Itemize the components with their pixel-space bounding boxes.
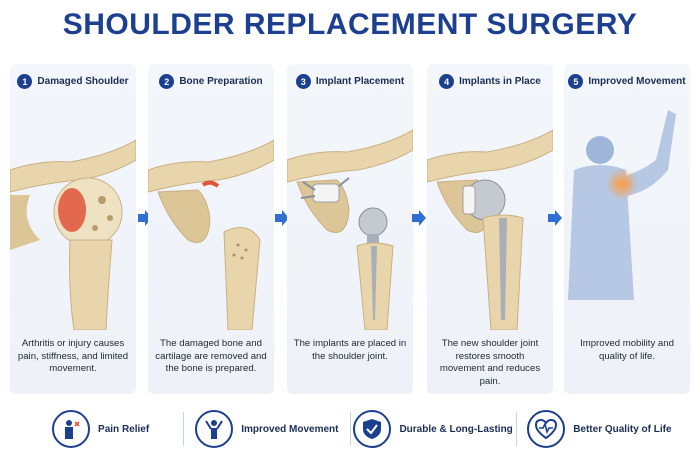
arrow-right-icon [275,210,289,226]
damaged-shoulder-illustration [10,139,136,330]
step-panel-4: 4 Implants in Place The new shoulder joi… [427,64,553,394]
bone-preparation-illustration [148,139,274,330]
benefit-label: Better Quality of Life [573,423,672,435]
step-number-badge: 3 [295,74,311,89]
step-header: 3 Implant Placement [287,74,413,89]
step-description: The new shoulder joint restores smooth m… [439,338,541,387]
step-panel-3: 3 Implant Placement The implants are pla… [287,64,413,394]
page-title: SHOULDER REPLACEMENT SURGERY [62,8,638,41]
step-panel-5: 5 Improved Movement Improved mobility an… [564,64,690,394]
step-panel-2: 2 Bone Preparation The damaged bone and … [148,64,274,394]
step-panel-1: 1 Damaged Shoulder Arthritis or injury c… [10,64,136,394]
benefit-durable: Durable & Long-Lasting [351,409,516,449]
step-description: Arthritis or injury causes pain, stiffne… [17,338,129,374]
step-label: Implant Placement [315,76,405,87]
divider [515,412,517,446]
benefit-improved-movement: Improved Movement [184,409,349,449]
implant-placement-illustration [287,129,413,330]
step-description: The implants are placed in the shoulder … [293,338,407,362]
step-header: 5 Improved Movement [564,74,690,89]
person-arms-up-icon [195,410,234,448]
benefits-row: Pain Relief Improved Movement Durable & … [18,404,682,454]
step-label: Implants in Place [459,76,541,87]
step-number-badge: 4 [439,74,455,89]
arrow-right-icon [548,210,562,226]
divider [183,412,185,446]
step-label: Bone Preparation [179,76,263,87]
step-number-badge: 2 [159,74,175,89]
step-number-badge: 5 [568,74,584,89]
step-label: Damaged Shoulder [37,76,129,87]
benefit-quality-of-life: Better Quality of Life [517,409,682,449]
step-description: Improved mobility and quality of life. [580,338,674,362]
benefit-pain-relief: Pain Relief [18,409,183,449]
step-header: 2 Bone Preparation [148,74,274,89]
step-header: 4 Implants in Place [427,74,553,89]
benefit-label: Improved Movement [241,423,339,435]
divider [349,412,351,446]
step-header: 1 Damaged Shoulder [10,74,136,89]
step-description: The damaged bone and cartilage are remov… [155,338,267,374]
benefit-label: Durable & Long-Lasting [399,423,513,435]
step-number-badge: 1 [17,74,33,89]
shield-check-icon [353,410,392,448]
pain-relief-icon [52,410,91,448]
arrow-right-icon [412,210,426,226]
benefit-label: Pain Relief [98,423,150,435]
step-label: Improved Movement [588,76,686,87]
heart-pulse-icon [527,410,566,448]
implants-in-place-illustration [427,129,553,330]
improved-movement-illustration [568,110,676,300]
